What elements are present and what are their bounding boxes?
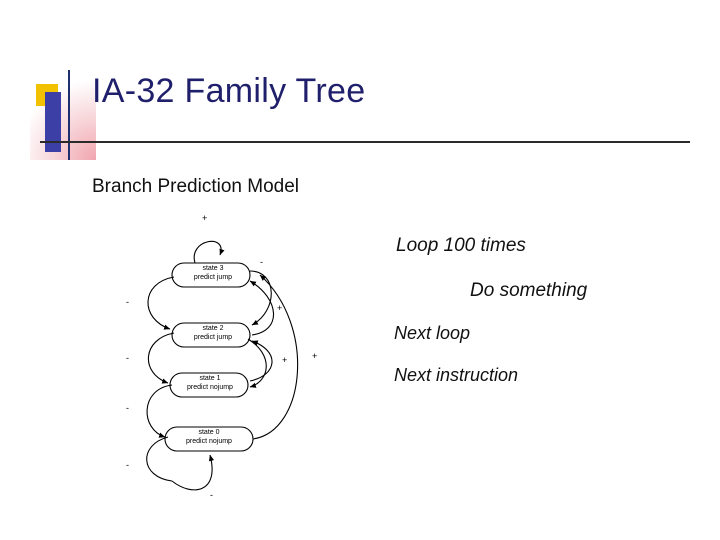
edge-state3-to-state2-minus — [249, 270, 272, 326]
state-label-state1: state 1 predict nojump — [173, 375, 247, 393]
state-diagram-svg — [146, 240, 299, 491]
edge-sign-s3-left-minus: - — [126, 297, 129, 307]
state-label-state3: state 3 predict jump — [176, 265, 250, 283]
edge-state2-left-minus — [147, 332, 175, 384]
state-label-state2: state 2 predict jump — [176, 325, 250, 343]
edge-state1-to-state2-plus — [249, 340, 273, 382]
state-box-state3 — [171, 262, 251, 288]
edge-state0-left-minus — [146, 436, 173, 482]
edge-sign-s2-s3-plus: + — [277, 303, 283, 313]
code-line-do-something: Do something — [470, 280, 588, 301]
edge-sign-bottom-self-minus: - — [210, 490, 213, 500]
header-decoration — [30, 70, 96, 160]
edge-sign-s3-s2-minus: - — [260, 257, 263, 267]
edge-outer-to-state3-plus — [252, 274, 299, 440]
state0-line1: state 0 — [198, 429, 220, 436]
code-line-loop-100-times: Loop 100 times — [396, 235, 526, 256]
edge-state0-self-minus — [171, 454, 215, 491]
decoration-square-blue — [45, 92, 61, 152]
state-label-state0: state 0 predict nojump — [166, 429, 252, 447]
edge-sign-top-self-plus: + — [202, 213, 208, 223]
branch-prediction-state-diagram: state 3 predict jump state 2 predict jum… — [110, 205, 360, 515]
edge-sign-s0-left-minus: - — [126, 460, 129, 470]
edge-sign-s1-outer-plus: + — [312, 351, 318, 361]
decoration-vertical-rule — [68, 70, 70, 160]
subtitle: Branch Prediction Model — [92, 176, 299, 197]
code-line-next-instruction: Next instruction — [394, 365, 519, 385]
state2-line2: predict jump — [193, 333, 233, 341]
state1-line2: predict nojump — [187, 383, 233, 391]
state3-line1: state 3 — [202, 265, 224, 272]
state3-line2: predict jump — [193, 273, 233, 281]
edge-state2-to-state3-plus — [249, 280, 275, 336]
edge-sign-s2-left-minus: - — [126, 353, 129, 363]
state2-line1: state 2 — [202, 325, 224, 332]
edge-state3-self-plus — [193, 240, 225, 264]
state-box-state2 — [171, 322, 251, 348]
state0-line2: predict nojump — [186, 437, 232, 445]
state1-line1: state 1 — [199, 375, 221, 382]
title-underline-rule — [40, 141, 690, 143]
edge-state1-to-state0-minus — [146, 384, 173, 438]
edge-state2-to-state1-minus — [247, 338, 267, 388]
page-title: IA-32 Family Tree — [92, 72, 366, 110]
edge-state3-left-minus — [147, 276, 175, 330]
edge-sign-s1-s2-plus: + — [282, 355, 288, 365]
edge-sign-s1-left-minus: - — [126, 403, 129, 413]
code-line-next-loop: Next loop — [394, 323, 471, 343]
